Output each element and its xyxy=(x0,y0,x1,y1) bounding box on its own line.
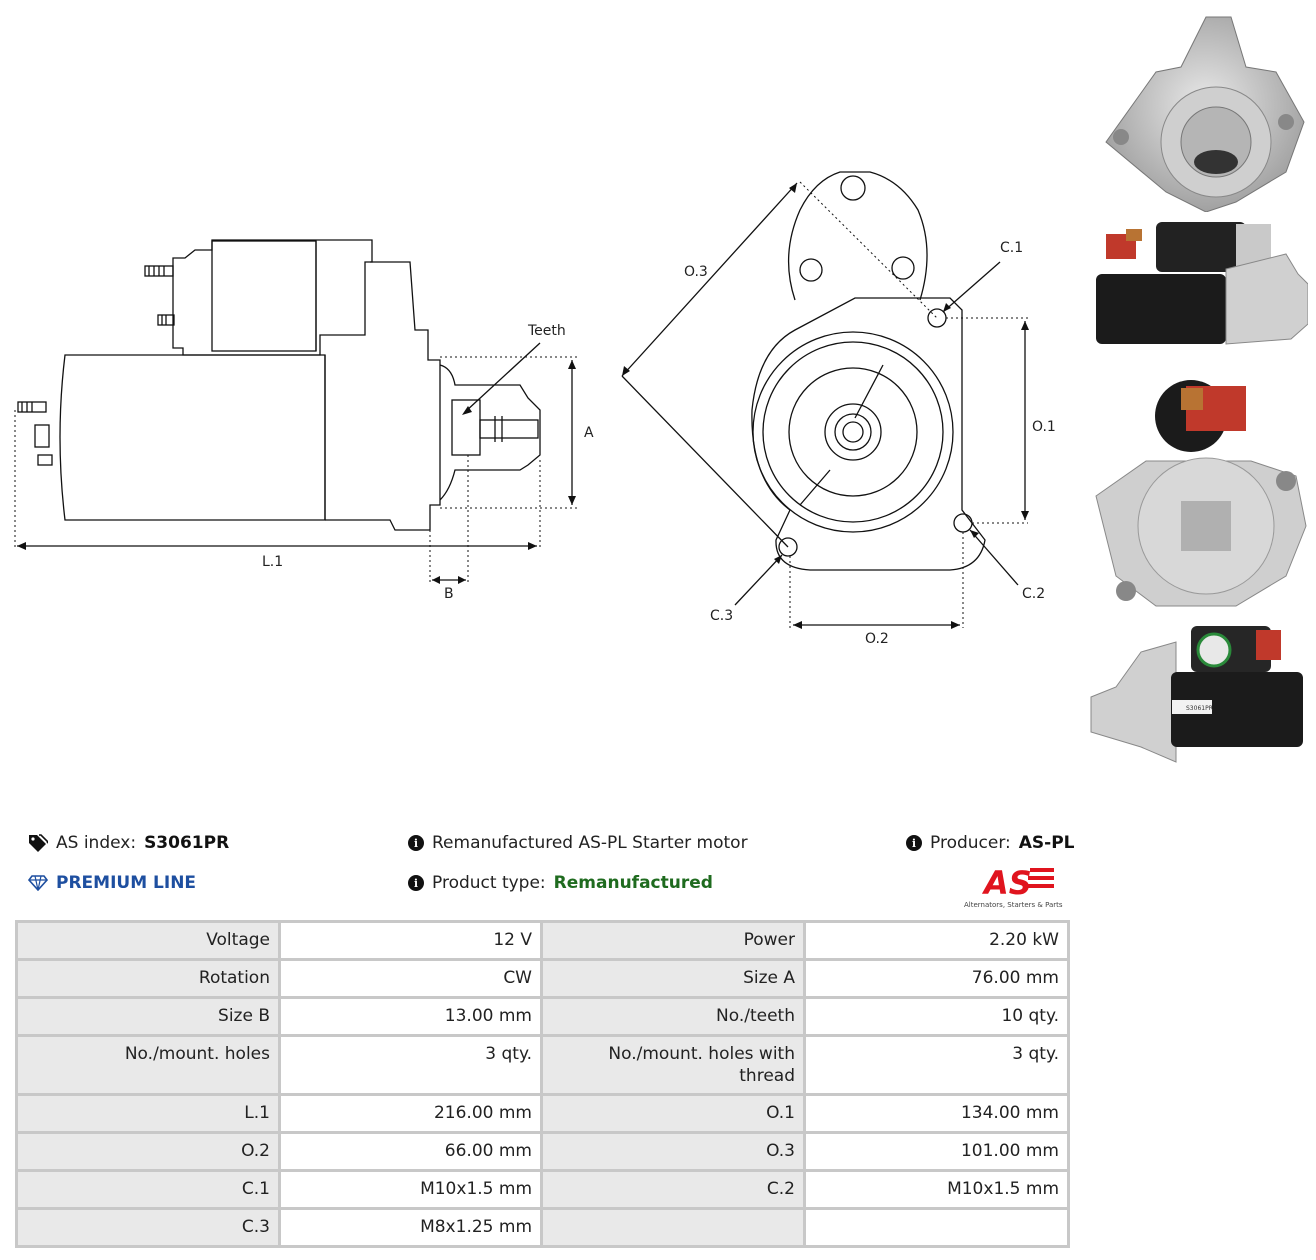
premium-line: PREMIUM LINE xyxy=(28,873,196,893)
product-description: i Remanufactured AS-PL Starter motor xyxy=(408,833,748,853)
front-view-drawing xyxy=(621,171,1028,628)
label-c1: C.1 xyxy=(1000,240,1023,256)
producer-value: AS-PL xyxy=(1018,833,1075,853)
producer-label: Producer: xyxy=(930,833,1011,853)
spec-label: L.1 xyxy=(15,1093,281,1134)
spec-value: 12 V xyxy=(278,920,543,961)
logo-tagline: Alternators, Starters & Parts xyxy=(964,901,1063,909)
spec-value: 3 qty. xyxy=(803,1034,1070,1096)
as-pl-logo: AS Alternators, Starters & Parts xyxy=(964,862,1068,909)
spec-label: C.3 xyxy=(15,1207,281,1248)
front-dimension-arrows xyxy=(622,183,1029,629)
label-o3: O.3 xyxy=(684,264,708,280)
spec-value: 134.00 mm xyxy=(803,1093,1070,1134)
description-text: Remanufactured AS-PL Starter motor xyxy=(432,833,748,853)
spec-value: CW xyxy=(278,958,543,999)
product-type-value: Remanufactured xyxy=(553,873,713,893)
label-o1: O.1 xyxy=(1032,419,1056,435)
photo-rear-view[interactable] xyxy=(1086,376,1308,616)
spec-value xyxy=(803,1207,1070,1248)
label-l1: L.1 xyxy=(262,554,283,570)
info-icon: i xyxy=(408,875,424,891)
label-c2: C.2 xyxy=(1022,586,1045,602)
spec-label: C.2 xyxy=(540,1169,806,1210)
technical-drawing: Teeth A L.1 B xyxy=(14,171,1056,647)
photo-label-view[interactable]: S3061PR xyxy=(1086,622,1308,772)
spec-label: Power xyxy=(540,920,806,961)
as-index-value: S3061PR xyxy=(144,833,230,853)
tags-icon xyxy=(29,834,48,852)
premium-line-text: PREMIUM LINE xyxy=(56,873,197,893)
diamond-icon xyxy=(28,875,48,891)
spec-label xyxy=(540,1207,806,1248)
photo-side-view[interactable] xyxy=(1086,214,1308,349)
spec-label: Rotation xyxy=(15,958,281,999)
spec-label: Size B xyxy=(15,996,281,1037)
spec-value: M10x1.5 mm xyxy=(803,1169,1070,1210)
spec-value: 216.00 mm xyxy=(278,1093,543,1134)
dimension-arrows xyxy=(17,360,576,584)
spec-label: Voltage xyxy=(15,920,281,961)
as-index: AS index: S3061PR xyxy=(28,833,229,853)
spec-value: 76.00 mm xyxy=(803,958,1070,999)
spec-label: No./mount. holes with thread xyxy=(540,1034,806,1096)
as-index-label: AS index: xyxy=(56,833,137,853)
spec-value: M10x1.5 mm xyxy=(278,1169,543,1210)
spec-value: 3 qty. xyxy=(278,1034,543,1096)
info-icon: i xyxy=(906,835,922,851)
spec-value: 2.20 kW xyxy=(803,920,1070,961)
spec-label: O.2 xyxy=(15,1131,281,1172)
photo-label-text: S3061PR xyxy=(1186,705,1213,712)
logo-text: AS xyxy=(981,864,1032,896)
spec-label: Size A xyxy=(540,958,806,999)
label-b: B xyxy=(444,586,454,602)
label-c3: C.3 xyxy=(710,608,733,624)
spec-value: 13.00 mm xyxy=(278,996,543,1037)
label-a: A xyxy=(584,425,594,441)
producer: i Producer: AS-PL xyxy=(906,833,1075,853)
spec-label: No./mount. holes xyxy=(15,1034,281,1096)
spec-label: No./teeth xyxy=(540,996,806,1037)
spec-label: O.1 xyxy=(540,1093,806,1134)
product-type-label: Product type: xyxy=(432,873,546,893)
spec-label: C.1 xyxy=(15,1169,281,1210)
spec-value: 10 qty. xyxy=(803,996,1070,1037)
label-teeth: Teeth xyxy=(527,323,566,339)
label-o2: O.2 xyxy=(865,631,889,647)
product-type: i Product type: Remanufactured xyxy=(408,873,713,893)
info-icon: i xyxy=(408,835,424,851)
photo-front-view[interactable] xyxy=(1086,12,1308,212)
spec-label: O.3 xyxy=(540,1131,806,1172)
spec-value: 101.00 mm xyxy=(803,1131,1070,1172)
spec-value: 66.00 mm xyxy=(278,1131,543,1172)
side-view-drawing xyxy=(14,239,578,582)
spec-value: M8x1.25 mm xyxy=(278,1207,543,1248)
